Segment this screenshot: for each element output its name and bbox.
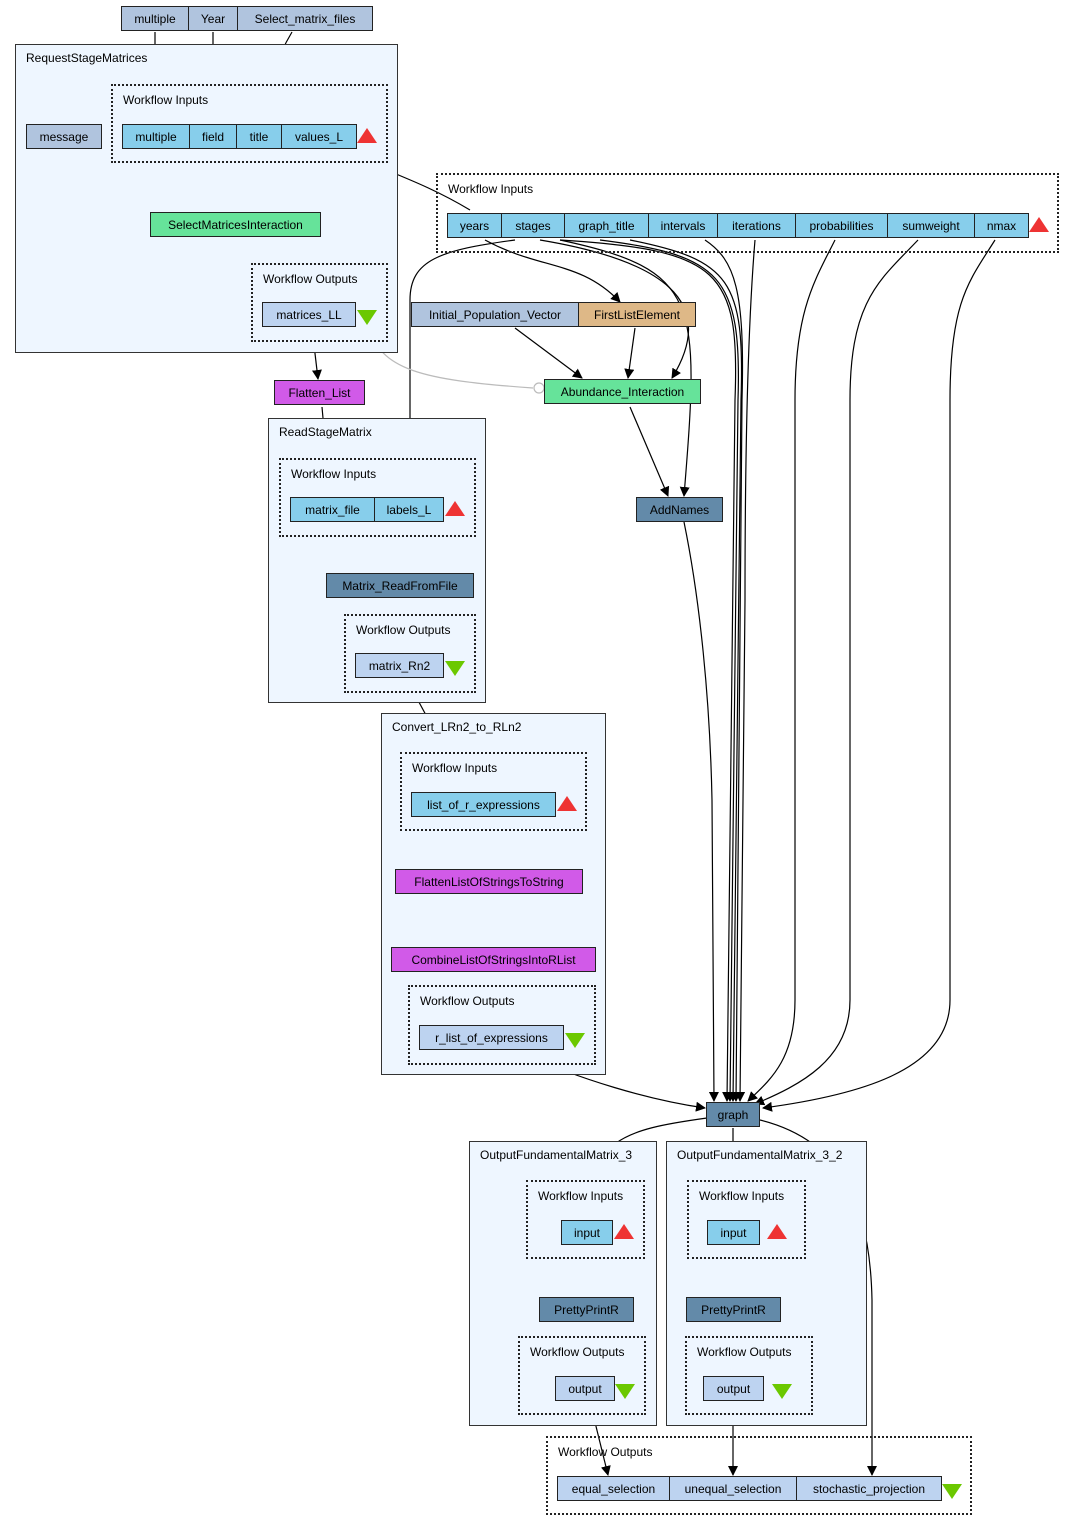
input-port-stages[interactable]: stages bbox=[501, 213, 565, 238]
input-port-input[interactable]: input bbox=[561, 1220, 613, 1245]
output-port-matrices-ll[interactable]: matrices_LL bbox=[262, 302, 356, 327]
input-port-nmax[interactable]: nmax bbox=[974, 213, 1029, 238]
edge bbox=[559, 239, 692, 497]
main-workflow-inputs-label: Workflow Inputs bbox=[448, 182, 534, 196]
flatten-list-of-strings-to-string[interactable]: FlattenListOfStringsToString bbox=[395, 869, 583, 894]
edge bbox=[683, 521, 719, 1102]
workflow-outputs-box: Workflow Outputs bbox=[251, 263, 388, 342]
input-port-iterations[interactable]: iterations bbox=[717, 213, 796, 238]
edge bbox=[762, 239, 996, 1112]
output-port-equal-selection[interactable]: equal_selection bbox=[557, 1476, 670, 1501]
workflow-outputs-label: Workflow Outputs bbox=[530, 1345, 625, 1359]
flatten-list[interactable]: Flatten_List bbox=[274, 380, 365, 405]
workflow-outputs-box: Workflow Outputs bbox=[518, 1336, 646, 1415]
output-marker-icon bbox=[445, 661, 465, 676]
edge bbox=[514, 327, 583, 379]
cluster-request-stage-matrices: RequestStageMatrices bbox=[15, 44, 398, 353]
input-port-title[interactable]: title bbox=[236, 124, 282, 149]
workflow-inputs-label: Workflow Inputs bbox=[123, 93, 209, 107]
cluster-title: Convert_LRn2_to_RLn2 bbox=[392, 720, 522, 734]
input-marker-icon bbox=[445, 501, 465, 516]
add-names[interactable]: AddNames bbox=[636, 497, 723, 522]
edge bbox=[629, 239, 743, 1102]
cluster-convert-lrn2-to-rln2: Convert_LRn2_to_RLn2 bbox=[381, 713, 606, 1075]
matrix-read-from-file[interactable]: Matrix_ReadFromFile bbox=[326, 573, 474, 598]
workflow-inputs-box: Workflow Inputs bbox=[526, 1180, 645, 1259]
input-port-list-of-r-expressions[interactable]: list_of_r_expressions bbox=[411, 792, 556, 817]
output-port-r-list-of-expressions[interactable]: r_list_of_expressions bbox=[419, 1025, 564, 1050]
input-port-sumweight[interactable]: sumweight bbox=[887, 213, 975, 238]
input-port-years[interactable]: years bbox=[447, 213, 502, 238]
message-node[interactable]: message bbox=[26, 124, 102, 149]
combine-list-of-strings-into-r-list[interactable]: CombineListOfStringsIntoRList bbox=[391, 947, 596, 972]
output-marker-icon bbox=[565, 1033, 585, 1048]
edge bbox=[704, 239, 744, 1102]
edge bbox=[754, 239, 919, 1106]
abundance-interaction[interactable]: Abundance_Interaction bbox=[544, 379, 701, 404]
control-link-end bbox=[533, 382, 545, 394]
graph-node[interactable]: graph bbox=[706, 1102, 760, 1127]
first-list-element[interactable]: FirstListElement bbox=[578, 302, 696, 327]
output-port-output[interactable]: output bbox=[703, 1376, 764, 1401]
workflow-inputs-label: Workflow Inputs bbox=[291, 467, 377, 481]
workflow-inputs-box: Workflow Inputs bbox=[400, 752, 587, 831]
source-year[interactable]: Year bbox=[188, 6, 238, 31]
cluster-title: RequestStageMatrices bbox=[26, 51, 148, 65]
cluster-title: OutputFundamentalMatrix_3 bbox=[480, 1148, 633, 1162]
edge bbox=[747, 239, 836, 1102]
output-marker-icon bbox=[357, 310, 377, 325]
workflow-inputs-box: Workflow Inputs bbox=[687, 1180, 806, 1259]
cluster-read-stage-matrix: ReadStageMatrix bbox=[268, 418, 486, 703]
pretty-print-r[interactable]: PrettyPrintR bbox=[686, 1297, 781, 1322]
output-port-unequal-selection[interactable]: unequal_selection bbox=[669, 1476, 797, 1501]
input-port-labels-l[interactable]: labels_L bbox=[374, 497, 444, 522]
input-port-probabilities[interactable]: probabilities bbox=[795, 213, 888, 238]
workflow-inputs-label: Workflow Inputs bbox=[412, 761, 498, 775]
edge bbox=[735, 239, 756, 1102]
input-port-matrix-file[interactable]: matrix_file bbox=[290, 497, 375, 522]
source-select-matrix-files[interactable]: Select_matrix_files bbox=[237, 6, 373, 31]
workflow-outputs-label: Workflow Outputs bbox=[697, 1345, 792, 1359]
source-multiple[interactable]: multiple bbox=[121, 6, 189, 31]
input-port-values-l[interactable]: values_L bbox=[281, 124, 357, 149]
cluster-title: ReadStageMatrix bbox=[279, 425, 372, 439]
input-marker-icon bbox=[357, 128, 377, 143]
input-port-intervals[interactable]: intervals bbox=[648, 213, 718, 238]
main-workflow-outputs-box: Workflow Outputs bbox=[546, 1436, 972, 1515]
cluster-title: OutputFundamentalMatrix_3_2 bbox=[677, 1148, 843, 1162]
input-marker-icon bbox=[767, 1224, 787, 1239]
output-port-stochastic-projection[interactable]: stochastic_projection bbox=[796, 1476, 942, 1501]
edge bbox=[629, 406, 670, 497]
input-marker-icon bbox=[557, 796, 577, 811]
workflow-inputs-label: Workflow Inputs bbox=[538, 1189, 624, 1203]
output-port-matrix-rn2[interactable]: matrix_Rn2 bbox=[355, 653, 444, 678]
input-marker-icon bbox=[614, 1224, 634, 1239]
edge bbox=[599, 239, 740, 1102]
main-workflow-inputs-box: Workflow Inputs bbox=[436, 173, 1059, 253]
input-port-multiple[interactable]: multiple bbox=[122, 124, 190, 149]
input-port-field[interactable]: field bbox=[189, 124, 237, 149]
cluster-output-fundamental-matrix-3-2: OutputFundamentalMatrix_3_2 bbox=[666, 1141, 867, 1426]
output-marker-icon bbox=[772, 1384, 792, 1399]
workflow-outputs-box: Workflow Outputs bbox=[685, 1336, 813, 1415]
input-marker-icon bbox=[1029, 217, 1049, 232]
workflow-outputs-label: Workflow Outputs bbox=[356, 623, 451, 637]
output-marker-icon bbox=[615, 1384, 635, 1399]
input-port-input[interactable]: input bbox=[707, 1220, 760, 1245]
output-port-output[interactable]: output bbox=[555, 1376, 615, 1401]
workflow-inputs-box: Workflow Inputs bbox=[111, 84, 388, 163]
workflow-inputs-label: Workflow Inputs bbox=[699, 1189, 785, 1203]
input-port-graph-title[interactable]: graph_title bbox=[564, 213, 649, 238]
workflow-outputs-label: Workflow Outputs bbox=[263, 272, 358, 286]
workflow-outputs-label: Workflow Outputs bbox=[420, 994, 515, 1008]
initial-population-vector[interactable]: Initial_Population_Vector bbox=[411, 302, 579, 327]
main-workflow-outputs-label: Workflow Outputs bbox=[558, 1445, 653, 1459]
output-marker-icon bbox=[942, 1484, 962, 1499]
workflow-outputs-box: Workflow Outputs bbox=[408, 985, 596, 1065]
workflow-inputs-box: Workflow Inputs bbox=[279, 458, 476, 537]
edge bbox=[624, 327, 636, 379]
workflow-outputs-box: Workflow Outputs bbox=[344, 614, 476, 693]
select-matrices-interaction[interactable]: SelectMatricesInteraction bbox=[150, 212, 321, 237]
pretty-print-r[interactable]: PrettyPrintR bbox=[539, 1297, 634, 1322]
